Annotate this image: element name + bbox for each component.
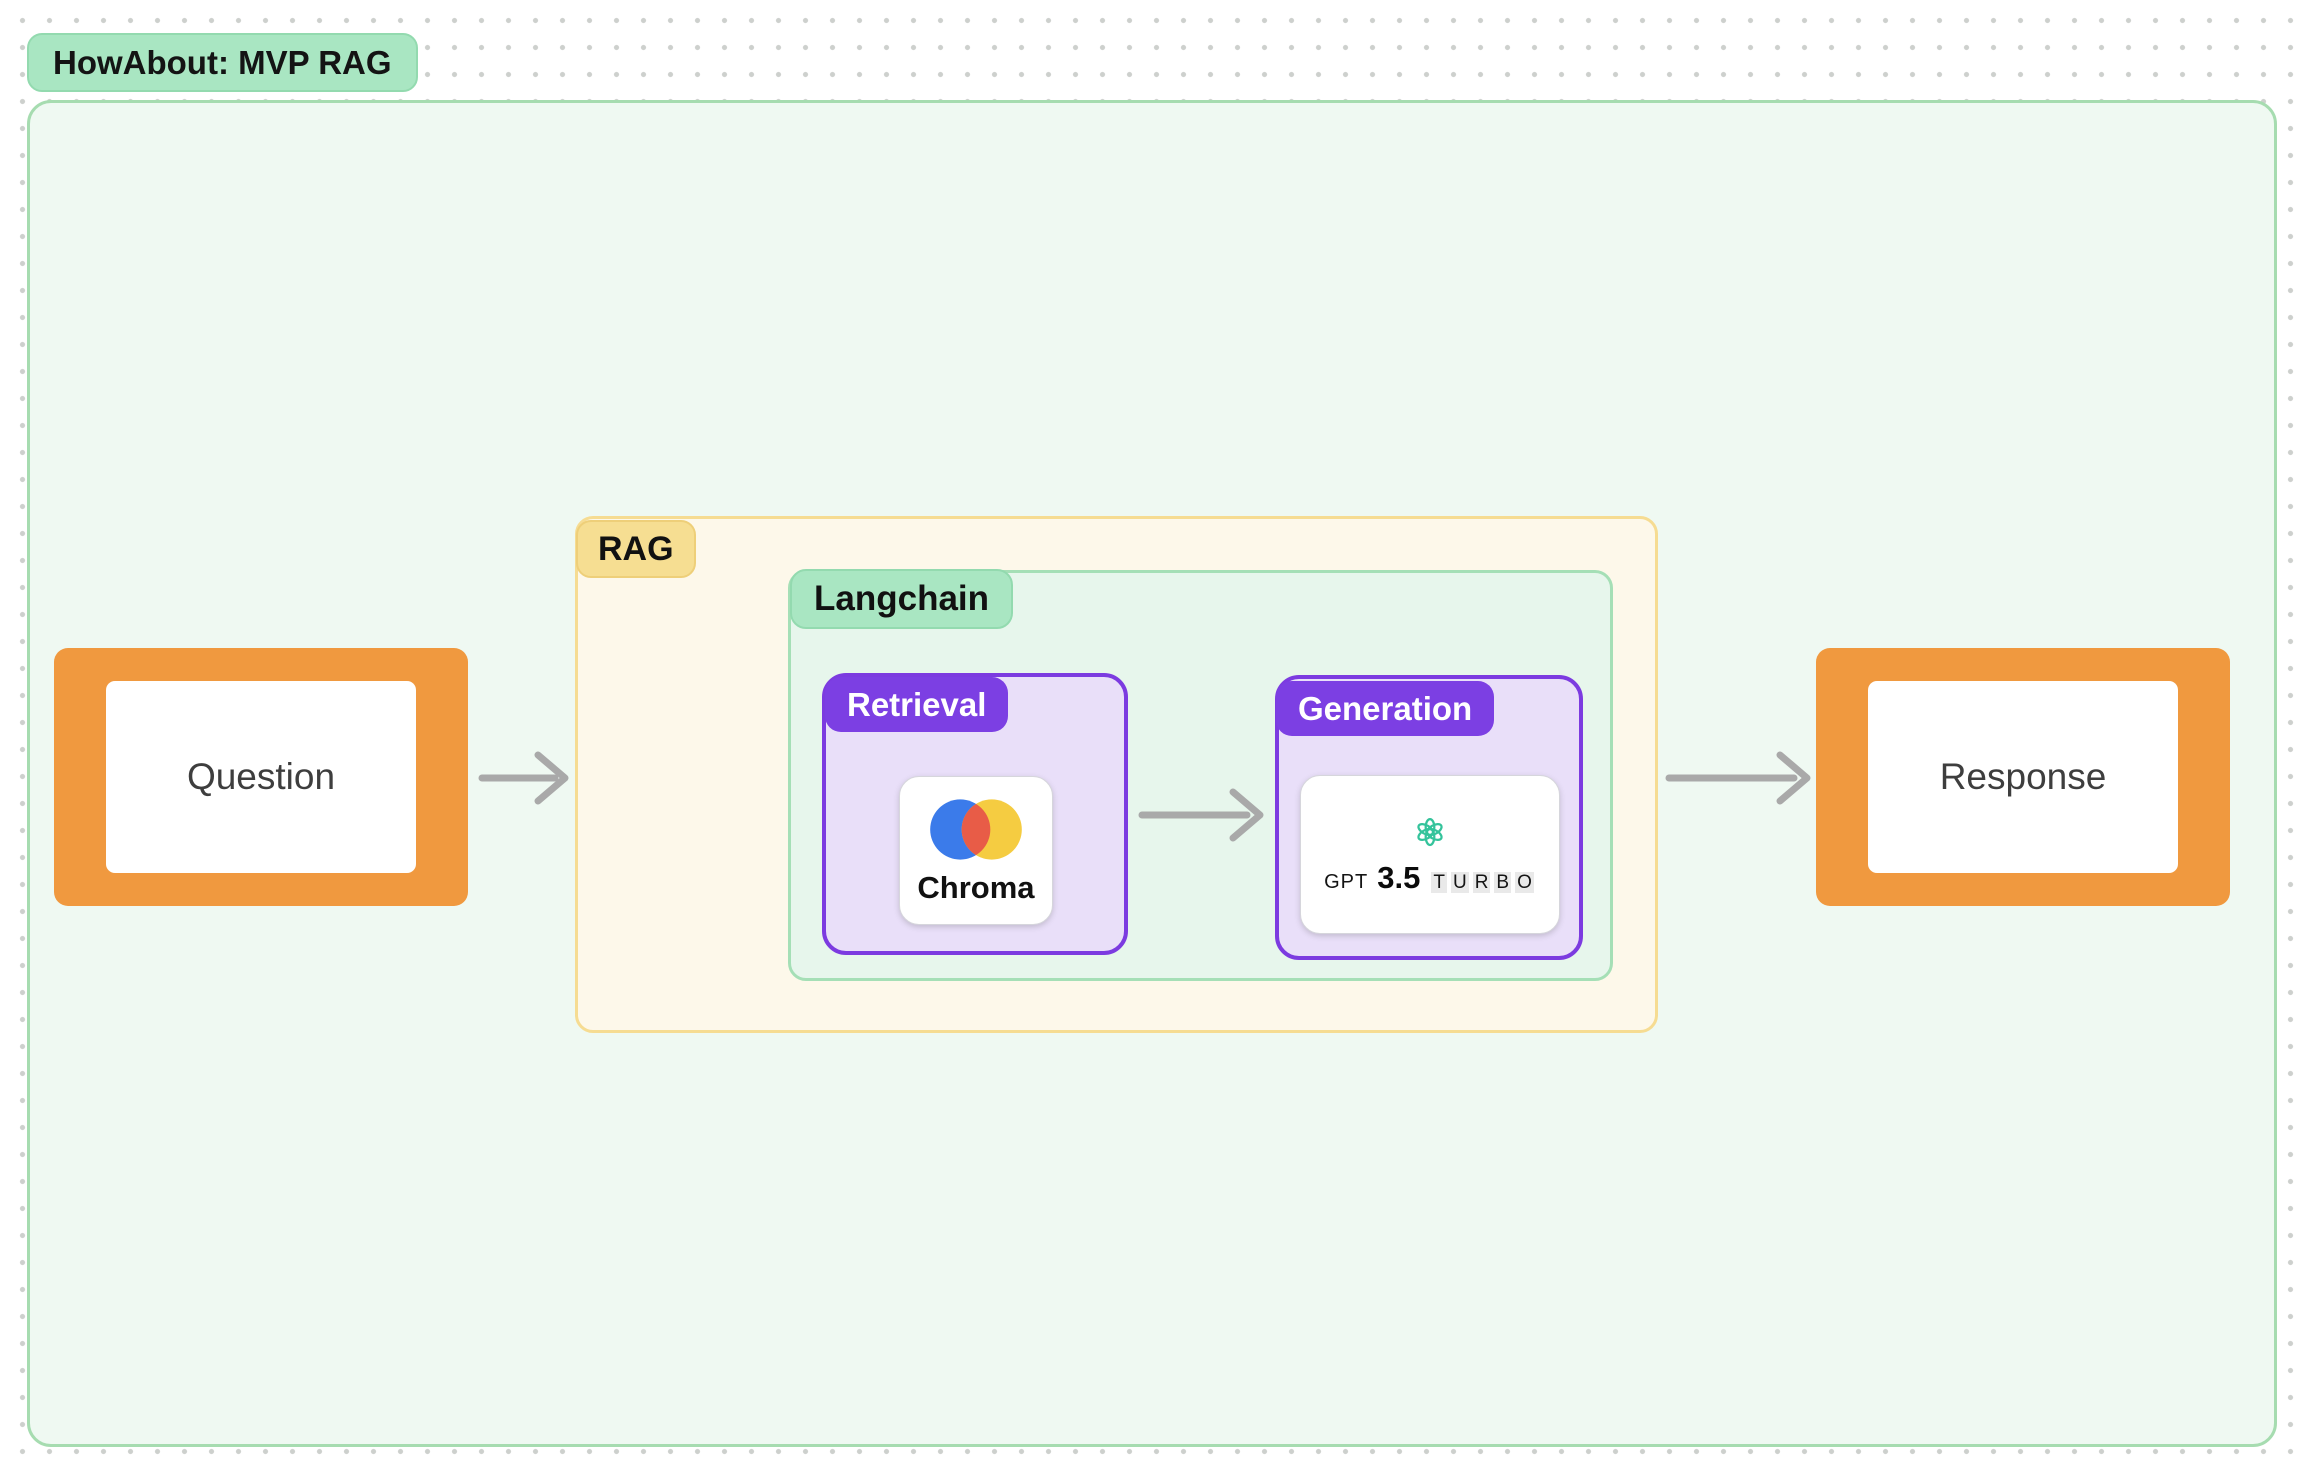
step-generation[interactable]: Generation [1275, 675, 1583, 960]
group-rag[interactable]: RAG Langchain Retrieval [575, 516, 1658, 1033]
arrow-right-icon [1665, 751, 1811, 805]
group-rag-label: RAG [598, 529, 674, 568]
chroma-logo-icon [928, 798, 1024, 866]
arrow-right-icon [478, 751, 569, 805]
node-response[interactable]: Response [1816, 648, 2230, 906]
step-retrieval[interactable]: Retrieval Chroma [822, 673, 1128, 955]
node-question-label: Question [186, 756, 336, 797]
step-retrieval-label: Retrieval [847, 685, 987, 723]
node-response-label: Response [1939, 756, 2107, 797]
diagram-title-badge[interactable]: HowAbout: MVP RAG [27, 33, 418, 92]
openai-logo-icon [1415, 817, 1445, 852]
arrow-retrieval-to-generation[interactable] [1135, 787, 1265, 843]
node-response-inner: Response [1868, 681, 2178, 873]
step-generation-badge[interactable]: Generation [1276, 681, 1495, 736]
group-langchain-label: Langchain [814, 579, 990, 618]
chroma-wordmark: Chroma [917, 870, 1035, 905]
group-rag-badge[interactable]: RAG [576, 520, 696, 578]
gpt-prefix: GPT [1324, 870, 1369, 893]
arrow-right-icon [1138, 788, 1264, 842]
arrow-question-to-rag[interactable] [473, 750, 573, 806]
chroma-card[interactable]: Chroma [899, 776, 1053, 925]
arrow-rag-to-response[interactable] [1662, 750, 1812, 806]
step-generation-label: Generation [1298, 689, 1473, 727]
node-question[interactable]: Question [54, 648, 468, 906]
node-question-inner: Question [106, 681, 416, 873]
group-langchain[interactable]: Langchain Retrieval [788, 569, 1613, 981]
step-retrieval-badge[interactable]: Retrieval [825, 677, 1009, 732]
diagram-title-label: HowAbout: MVP RAG [53, 43, 392, 81]
main-frame[interactable]: Question RAG Langchain [27, 100, 2277, 1447]
gpt-version: 3.5 [1377, 859, 1421, 895]
group-langchain-badge[interactable]: Langchain [790, 569, 1014, 629]
